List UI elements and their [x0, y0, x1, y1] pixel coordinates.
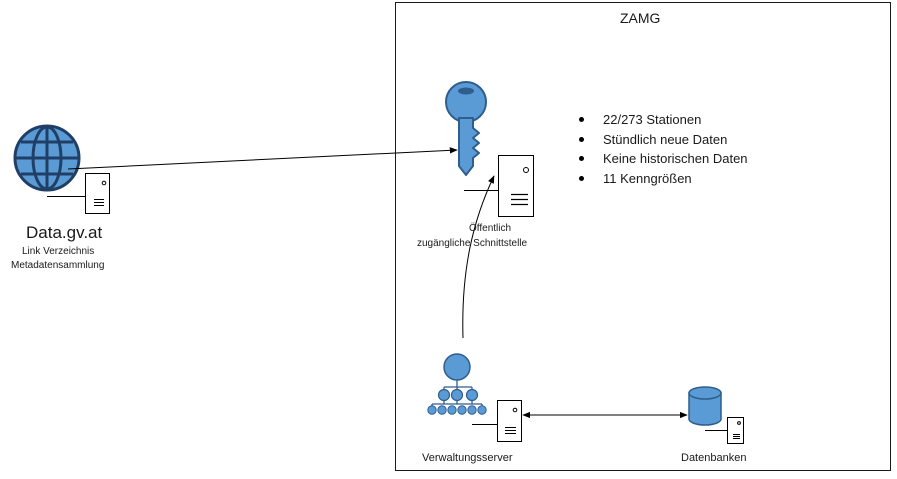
zamg-container: [395, 2, 891, 471]
database-icon: [688, 386, 722, 426]
key-icon: [445, 81, 487, 176]
admin-to-api-arrow: [462, 175, 495, 339]
facts-list: 22/273 Stationen Stündlich neue Daten Ke…: [566, 110, 748, 189]
fact-item: 11 Kenngrößen: [566, 169, 748, 189]
portal-subtitle-line1: Link Verzeichnis: [22, 246, 95, 257]
databases-label: Datenbanken: [681, 452, 747, 464]
globe-icon: [13, 124, 81, 192]
fact-item: 22/273 Stationen: [566, 110, 748, 130]
api-server-icon: [464, 155, 534, 217]
admin-server-icon: [472, 400, 522, 442]
api-label-line2: zugängliche Schnittstelle: [417, 238, 528, 249]
portal-subtitle-line2: Metadatensammlung: [11, 260, 105, 271]
portal-server-icon: [47, 173, 110, 214]
portal-title: Data.gv.at: [26, 223, 103, 242]
fact-item: Keine historischen Daten: [566, 149, 748, 169]
portal-to-api-arrow: [67, 147, 458, 170]
database-server-icon: [705, 417, 744, 444]
hierarchy-icon: [427, 353, 487, 415]
admin-server-label: Verwaltungsserver: [422, 452, 513, 464]
zamg-title: ZAMG: [620, 10, 661, 26]
api-label-line1: Öffentlich: [469, 223, 512, 234]
fact-item: Stündlich neue Daten: [566, 130, 748, 150]
